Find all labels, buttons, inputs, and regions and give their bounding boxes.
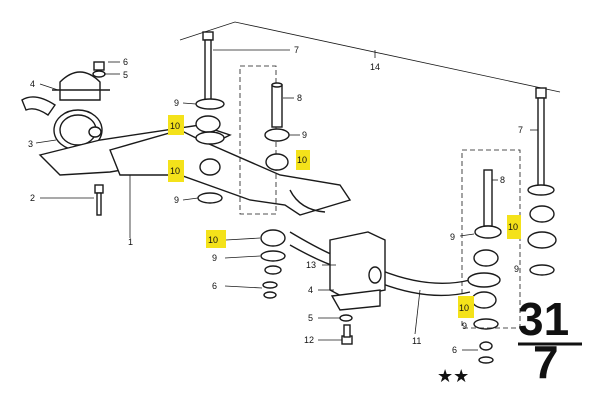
- label-4-top: 4: [30, 79, 35, 89]
- label-1: 1: [128, 237, 133, 247]
- leader-lines: [35, 49, 538, 351]
- label-10-d: 10: [208, 235, 218, 245]
- long-bolt-right: [527, 87, 557, 276]
- label-13: 13: [306, 260, 316, 270]
- highlight-10b: [168, 160, 184, 182]
- label-10-a: 10: [170, 121, 180, 131]
- center-bushing-stack: [195, 65, 277, 215]
- highlight-10c: [296, 150, 310, 170]
- label-5-top: 5: [123, 70, 128, 80]
- label-10-e: 10: [508, 222, 518, 232]
- long-bolt-center: [202, 31, 214, 101]
- label-3: 3: [28, 139, 33, 149]
- sleeve-8-center: [260, 82, 290, 275]
- label-6-middle: 6: [212, 281, 217, 291]
- star-marks: ★★: [437, 366, 469, 387]
- group-number: 31: [518, 293, 569, 345]
- bolt-2: [94, 184, 104, 216]
- label-2: 2: [30, 193, 35, 203]
- label-11: 11: [412, 336, 421, 346]
- label-7-center: 7: [294, 45, 299, 55]
- label-4-bottom: 4: [308, 285, 313, 295]
- highlight-10f: [458, 296, 474, 318]
- label-9-d: 9: [212, 253, 217, 263]
- label-6-bottom: 6: [452, 345, 457, 355]
- link-bushing-stack-right: [461, 149, 521, 364]
- label-9-c: 9: [302, 130, 307, 140]
- label-5-bottom: 5: [308, 313, 313, 323]
- highlight-10a: [168, 115, 184, 135]
- label-9-e: 9: [450, 232, 455, 242]
- nut-6-lower: [262, 281, 278, 299]
- sub-number: 7: [533, 336, 559, 388]
- highlight-10d: [206, 230, 226, 248]
- label-10-c: 10: [297, 155, 307, 165]
- callout-labels: 6 5 4 3 2 1 7 14 9 10 10 9 8 9 10 10 9 6…: [28, 45, 523, 355]
- highlight-10e: [507, 215, 521, 239]
- label-9-b: 9: [174, 195, 179, 205]
- label-7-right: 7: [518, 125, 523, 135]
- rubber-bushing-assembly: [21, 61, 110, 151]
- stabilizer-bar: [289, 231, 471, 345]
- label-9-g: 9: [462, 321, 467, 331]
- label-10-b: 10: [170, 166, 180, 176]
- label-6-top: 6: [123, 57, 128, 67]
- label-8-right: 8: [500, 175, 505, 185]
- label-12: 12: [304, 335, 314, 345]
- label-14: 14: [370, 62, 380, 72]
- frame-outline: [179, 21, 561, 93]
- label-9-f: 9: [514, 264, 519, 274]
- label-9-a: 9: [174, 98, 179, 108]
- label-10-f: 10: [459, 303, 469, 313]
- label-8-center: 8: [297, 93, 302, 103]
